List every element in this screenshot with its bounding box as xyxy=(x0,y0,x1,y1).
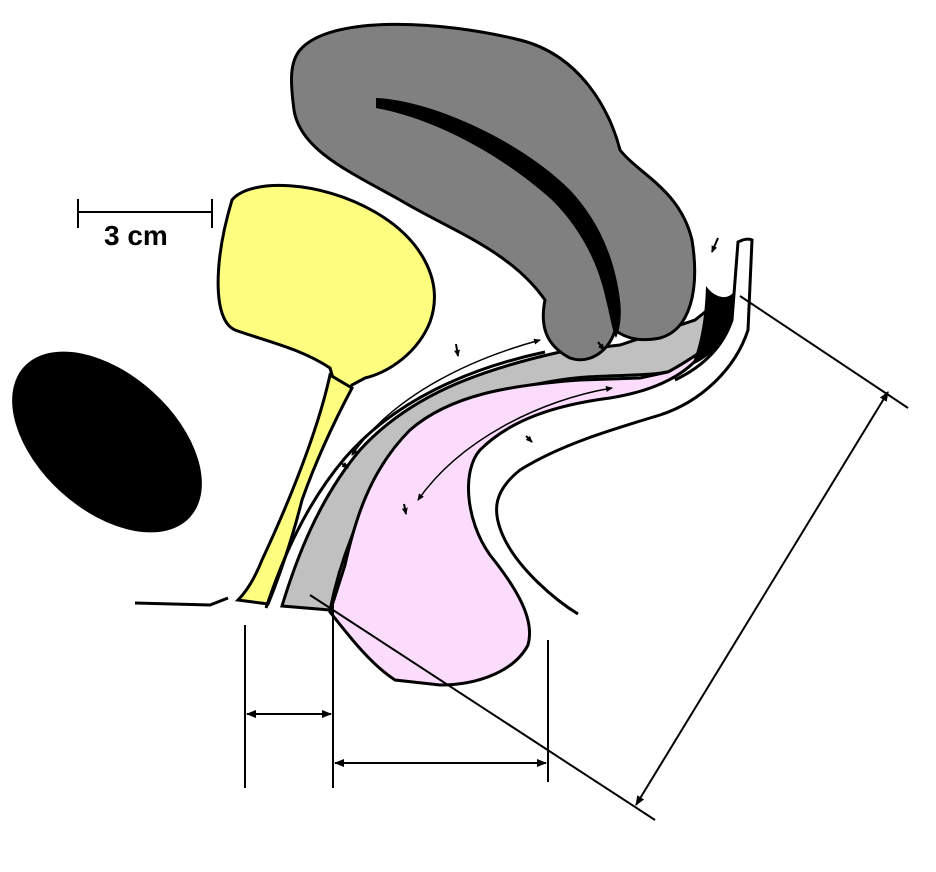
pubic-bone xyxy=(12,351,202,533)
scale-bar xyxy=(77,199,213,228)
scale-bar-label: 3 cm xyxy=(104,220,168,251)
bladder xyxy=(216,183,436,401)
measurement-lines xyxy=(244,295,909,821)
posterior-wall xyxy=(692,286,735,365)
uterine-canal xyxy=(376,98,621,338)
internal-arrows xyxy=(339,237,719,515)
rectum xyxy=(328,346,708,687)
perineum-line xyxy=(134,596,229,607)
